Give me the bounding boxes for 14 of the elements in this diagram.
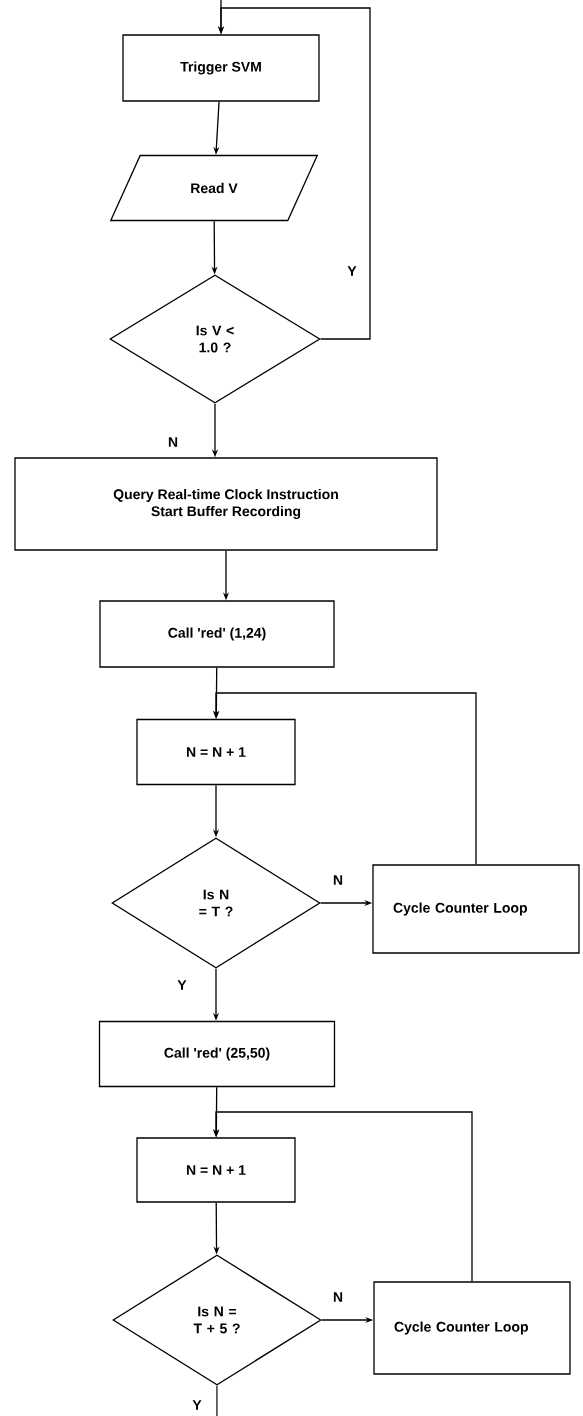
process-box: Cycle Counter Loop — [372, 864, 580, 954]
process-box: N = N + 1 — [136, 718, 296, 786]
edge-label: N — [166, 436, 180, 448]
edge-label: Y — [191, 1399, 203, 1411]
edge-label: N — [331, 1291, 345, 1303]
edge-label: Y — [176, 979, 188, 991]
process-box: Call 'red' (1,24) — [99, 600, 335, 668]
edge-label: Y — [346, 265, 358, 277]
process-box: Query Real-time Clock Instruction Start Buffer Recording — [14, 457, 438, 551]
process-box: Call 'red' (25,50) — [98, 1020, 336, 1088]
process-box: Trigger SVM — [122, 34, 320, 102]
edge-label: N — [331, 874, 345, 886]
process-box: Cycle Counter Loop — [373, 1281, 571, 1375]
process-box: N = N + 1 — [136, 1137, 296, 1203]
